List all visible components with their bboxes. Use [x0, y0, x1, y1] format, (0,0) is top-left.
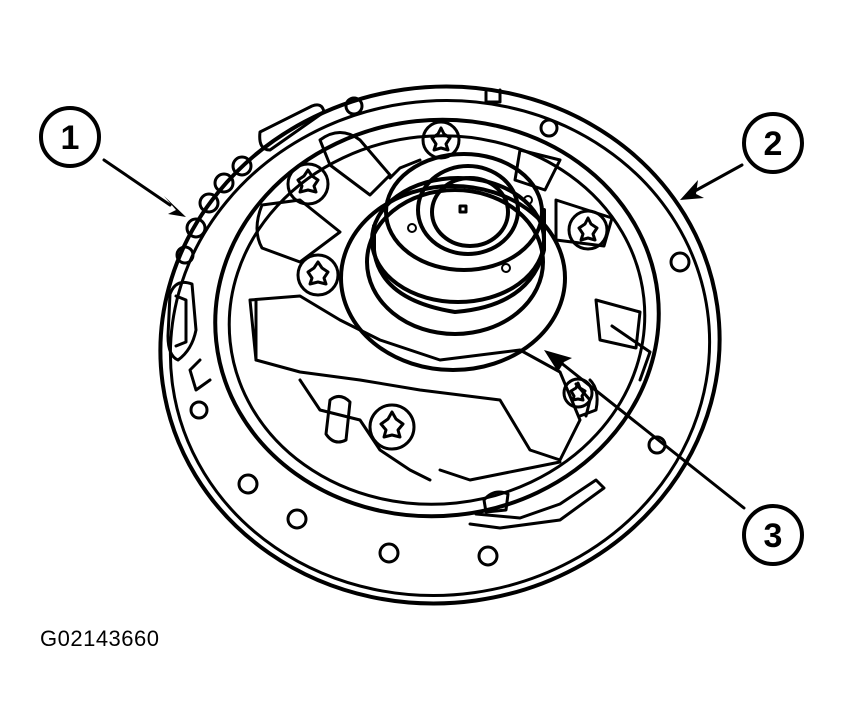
callout-1: 1 — [39, 106, 101, 168]
callout-circle-2 — [742, 112, 804, 174]
leader-lines — [102, 158, 746, 510]
central-hub — [339, 152, 567, 372]
callout-label-3: 3 — [764, 517, 783, 555]
leader-line-1 — [102, 158, 172, 207]
screw-5 — [368, 403, 416, 451]
leader-line-3 — [558, 360, 746, 510]
leader-line-2 — [691, 163, 744, 194]
callout-3: 3 — [742, 504, 804, 566]
screw-4 — [296, 253, 340, 297]
pump-drawing — [102, 84, 746, 606]
screw-6 — [562, 377, 594, 409]
callout-circle-1 — [39, 106, 101, 168]
figure-id: G02143660 — [40, 626, 160, 651]
arrowhead-1 — [164, 196, 186, 217]
callout-label-1: 1 — [61, 119, 80, 157]
screw-3 — [567, 209, 609, 251]
torx-screws — [286, 120, 609, 451]
bolt-holes — [175, 96, 691, 567]
arrowheads — [164, 180, 704, 372]
callout-2: 2 — [742, 112, 804, 174]
screw-1 — [286, 162, 330, 206]
arrowhead-3 — [544, 350, 572, 372]
flange-slots — [166, 103, 326, 362]
callout-circle-3 — [742, 504, 804, 566]
pump-body — [213, 117, 661, 519]
arrowhead-2 — [680, 180, 704, 200]
outer-flange — [158, 84, 722, 606]
callout-label-2: 2 — [764, 125, 783, 163]
